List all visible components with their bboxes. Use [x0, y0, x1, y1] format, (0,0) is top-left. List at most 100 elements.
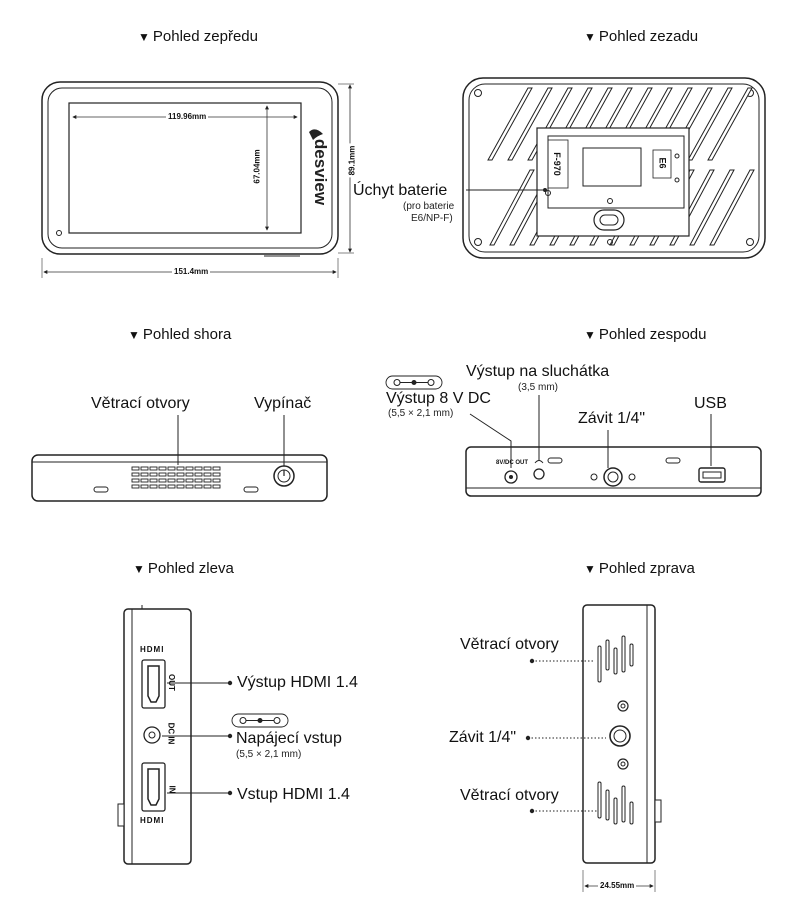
plate-label-right: E6: [657, 157, 668, 169]
vent-slot: [629, 643, 634, 667]
vent-slot: [158, 478, 167, 483]
vent-slot: [185, 484, 194, 489]
port-label-in: IN: [167, 785, 177, 794]
vent-slot: [176, 478, 185, 483]
vent-slot: [605, 789, 610, 821]
vent-slot: [140, 484, 149, 489]
vent-slot: [167, 484, 176, 489]
vent-slot: [185, 466, 194, 471]
callout-battery-note-1: (pro baterie: [403, 201, 455, 212]
vent-slot: [194, 478, 203, 483]
front-dim-total-height: 89.1mm: [347, 143, 357, 178]
callout-usb: USB: [694, 395, 727, 412]
vent-slot: [149, 478, 158, 483]
vent-slot: [176, 484, 185, 489]
callout-dc-in: Napájecí vstup: [236, 730, 342, 747]
vent-slot: [131, 466, 140, 471]
vent-slot: [487, 87, 533, 161]
callout-hdmi-out: Výstup HDMI 1.4: [237, 674, 358, 691]
callout-right-vents-top: Větrací otvory: [460, 636, 559, 653]
vent-slot: [185, 478, 194, 483]
front-view-drawing: [41, 81, 354, 278]
callout-bottom-thread: Závit 1/4": [578, 410, 646, 427]
back-view-title: ▼Pohled zezadu: [584, 28, 699, 45]
callout-dc-out-note: (5,5 × 2,1 mm): [388, 408, 454, 419]
bottom-view-drawing: [385, 375, 762, 497]
dc-polarity-icon: [385, 375, 443, 390]
front-dim-screen-height: 67.04mm: [252, 147, 262, 186]
vent-slot: [613, 647, 618, 675]
vent-slot: [158, 472, 167, 477]
front-dim-total-width: 151.4mm: [172, 267, 211, 276]
vent-slot: [131, 472, 140, 477]
vent-slot: [158, 484, 167, 489]
callout-power-switch: Vypínač: [254, 395, 312, 412]
callout-battery-note-2: E6/NP-F): [411, 213, 453, 224]
front-dim-screen-width: 119.96mm: [166, 112, 209, 121]
vent-slot: [194, 466, 203, 471]
triangle-down-icon: ▼: [584, 562, 596, 576]
vent-slot: [203, 466, 212, 471]
triangle-down-icon: ▼: [584, 30, 596, 44]
plate-label-left: F-970: [551, 152, 562, 176]
callout-top-vents: Větrací otvory: [91, 395, 190, 412]
vent-slot: [131, 484, 140, 489]
vent-slot: [149, 472, 158, 477]
back-view-drawing: [462, 77, 766, 259]
vent-slot: [140, 472, 149, 477]
vent-slot: [597, 781, 602, 819]
vent-slot: [176, 472, 185, 477]
right-view-drawing: [525, 604, 662, 892]
vent-slot: [176, 466, 185, 471]
vent-slot: [605, 639, 610, 671]
left-view-title: ▼Pohled zleva: [133, 560, 234, 577]
vent-slot: [613, 797, 618, 825]
vent-slot: [621, 785, 626, 823]
port-label-out: OUT: [166, 674, 176, 691]
dc-polarity-icon: [231, 713, 289, 728]
callout-right-thread: Závit 1/4": [449, 729, 517, 746]
vent-slot: [212, 478, 221, 483]
hdmi-logo-top: HDMI: [140, 645, 165, 654]
vent-slot: [203, 478, 212, 483]
callout-hdmi-in: Vstup HDMI 1.4: [237, 786, 350, 803]
vent-slot: [167, 472, 176, 477]
left-view-drawing: [117, 605, 289, 865]
vent-slot: [597, 645, 602, 683]
vent-slot: [489, 169, 535, 246]
right-view-title: ▼Pohled zprava: [584, 560, 695, 577]
vent-slot: [203, 472, 212, 477]
vent-slot: [149, 484, 158, 489]
top-view-drawing: [31, 415, 328, 502]
vent-slot: [203, 484, 212, 489]
vent-slot: [212, 472, 221, 477]
front-view-title: ▼Pohled zepředu: [138, 28, 258, 45]
vent-slot: [212, 484, 221, 489]
callout-right-vents-bottom: Větrací otvory: [460, 787, 559, 804]
callout-dc-out: Výstup 8 V DC: [386, 390, 491, 407]
vent-slot: [140, 478, 149, 483]
callout-battery-mount: Úchyt baterie: [353, 182, 448, 199]
vent-slot: [707, 87, 753, 161]
vent-slot: [131, 478, 140, 483]
right-dim-depth: 24.55mm: [598, 881, 637, 890]
triangle-down-icon: ▼: [133, 562, 145, 576]
triangle-down-icon: ▼: [584, 328, 596, 342]
vent-slot: [194, 484, 203, 489]
vent-slot: [185, 472, 194, 477]
vent-slot: [621, 635, 626, 673]
brand-logo-icon: [309, 129, 323, 140]
vent-slot: [212, 466, 221, 471]
port-label-dc-out: 8V/DC OUT: [496, 460, 529, 466]
callout-dc-in-note: (5,5 × 2,1 mm): [236, 749, 302, 760]
callout-headphone-note: (3,5 mm): [518, 382, 558, 393]
vent-slot: [194, 472, 203, 477]
vent-slot: [687, 87, 733, 161]
top-view-title: ▼Pohled shora: [128, 326, 232, 343]
vent-slot: [709, 169, 755, 246]
triangle-down-icon: ▼: [128, 328, 140, 342]
vent-slot: [629, 801, 634, 825]
bottom-view-title: ▼Pohled zespodu: [584, 326, 707, 343]
brand-wordmark: desview: [311, 138, 331, 206]
